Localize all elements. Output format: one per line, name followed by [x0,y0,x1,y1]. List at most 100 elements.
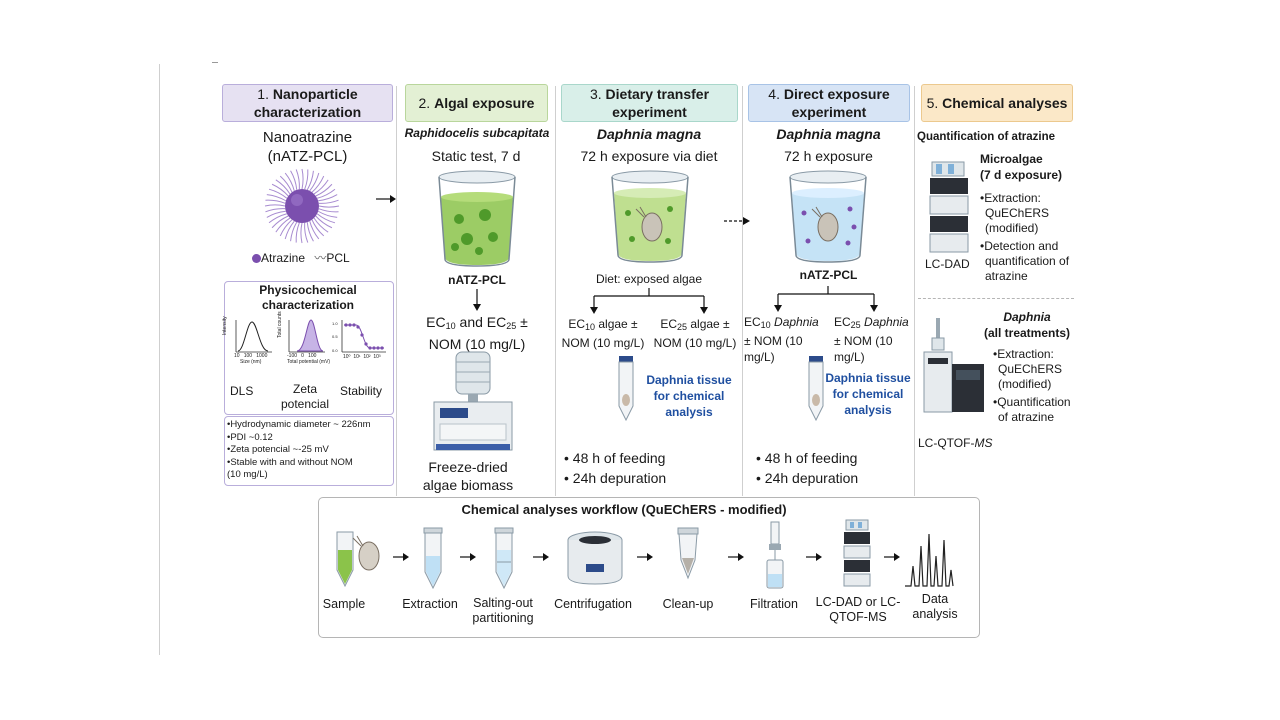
pcl-chain [317,188,336,199]
pcl-chain [315,215,333,229]
microalgae-bullets: •Extraction: QuEChERS (modified) •Detect… [980,191,1070,283]
pcl-chain [311,175,325,193]
stability-point [380,346,384,350]
diet-label: Diet: exposed algae [595,272,703,286]
pcl-chain [295,222,300,243]
quantification-title: Quantification of atrazine [917,131,1056,143]
dashed-arrow-right [724,217,750,225]
pcl-chain [264,204,286,207]
pcl-chain [266,194,287,202]
pcl-chain [317,210,338,218]
pcl-chain [313,217,329,233]
divider-dashed [918,298,1074,299]
stability-point [364,342,368,346]
freeze-dried-label: Freeze-dried algae biomass [422,459,514,493]
physchem-title: Physicochemical characterization [259,283,357,312]
header-nanoparticle: 1. Nanoparticle characterization [222,84,393,122]
tube-icon [808,356,824,422]
branch-col4 [774,286,878,312]
clean-up-tube-icon [677,527,699,580]
pcl-chain [290,221,298,242]
pcl-chain [309,172,320,192]
pcl-chain [295,169,300,190]
pcl-chain [284,220,295,240]
nanoatrazine-label: Nanoatrazine [262,129,353,146]
pcl-chain [275,217,291,233]
workflow-title: Chemical analyses workflow (QuEChERS - m… [461,502,787,517]
workflow-box [318,497,980,638]
sample-icon [336,531,380,588]
beaker-label-col2: nATZ-PCL [448,273,506,287]
stability-point [356,325,360,329]
pcl-chain [318,199,339,204]
feeding-bullets-col3: • 48 h of feeding • 24h depuration [564,450,667,486]
pcl-chain [265,199,286,204]
lc-dad-instrument-icon [929,161,969,253]
pcl-chain [313,179,329,195]
column-separator [555,86,556,496]
feeding-bullets-col4: • 48 h of feeding • 24h depuration [756,450,859,486]
beaker-label-col4: nATZ-PCL [799,268,858,282]
stab-ytick: 0.0 [332,348,338,353]
centrifuge-icon [567,531,623,585]
daphnia-algae-beaker-icon [611,170,689,263]
pcl-chain [306,170,314,191]
freeze-dryer-icon [433,351,513,451]
extraction-tube-icon [423,527,443,590]
pcl-chain [279,175,293,193]
zeta-plot [288,319,325,353]
stability-point [360,333,364,337]
dls-label: DLS [230,384,254,398]
column-separator [914,86,915,496]
salting-out-tube-icon [494,527,514,590]
species-raphidocelis: Raphidocelis subcapitata [404,126,550,140]
page-margin-line [159,64,160,655]
tissue-label-col4: Daphnia tissue for chemical analysis [825,371,911,417]
pcl-chain [311,219,325,237]
dls-xlabel: Size (nm) [240,359,262,365]
header-direct: 4. Direct exposure experiment [748,84,910,122]
daphnia-water-beaker-icon [789,170,867,263]
column-separator [396,86,397,496]
dls-xticks: 10 100 1000 [234,353,268,359]
branch-ec25-col4: EC25 Daphnia ± NOM (10 mg/L) [834,315,909,364]
arrow-down [473,289,481,311]
zeta-xticks: -100 0 100 [287,353,317,359]
tissue-label-col3: Daphnia tissue for chemical analysis [646,373,732,419]
pcl-chain [300,222,303,244]
lc-dad-label: LC-DAD [925,257,970,271]
step-label-extraction: Extraction [402,597,458,611]
pcl-chain [265,208,286,213]
pcl-chain [271,215,289,229]
pcl-chain [316,213,336,224]
stab-ytick: 0.5 [332,334,338,339]
zeta-label: Zeta potencial [280,382,330,411]
step-label-clean-up: Clean-up [662,597,714,611]
atrazine-dot-icon [252,254,261,263]
lc-instrument-icon [843,519,871,587]
pcl-chain [315,183,333,197]
stability-point [368,346,372,350]
exposure-72h-label: 72 h exposure [784,148,873,164]
workflow-arrow [884,553,900,561]
header-chemical: 5. Chemical analyses [921,84,1073,122]
pcl-chain [304,222,309,243]
pcl-chain [271,183,289,197]
ec-values-col2: EC10 and EC25 ± NOM (10 mg/L) [426,314,528,352]
pcl-chain [284,172,295,191]
stability-point [352,323,356,327]
stability-label: Stability [340,384,383,398]
pcl-chain [318,194,338,202]
pcl-chain [275,179,291,195]
branch-ec25-col3: EC25 algae ± NOM (10 mg/L) [653,317,737,350]
microalgae-title: Microalgae (7 d exposure) [980,152,1063,182]
header-algal: 2. Algal exposure [405,84,548,122]
pcl-wave-icon: 〰 [314,251,327,265]
margin-mark [212,62,218,63]
pcl-chain [309,221,320,240]
step-label-centrifugation: Centrifugation [554,597,632,611]
legend-atrazine: Atrazine 〰PCL [252,249,350,266]
lc-qtof-ms-instrument-icon [923,318,984,413]
branch-ec10-col4: EC10 Daphnia ± NOM (10 mg/L) [744,315,819,364]
